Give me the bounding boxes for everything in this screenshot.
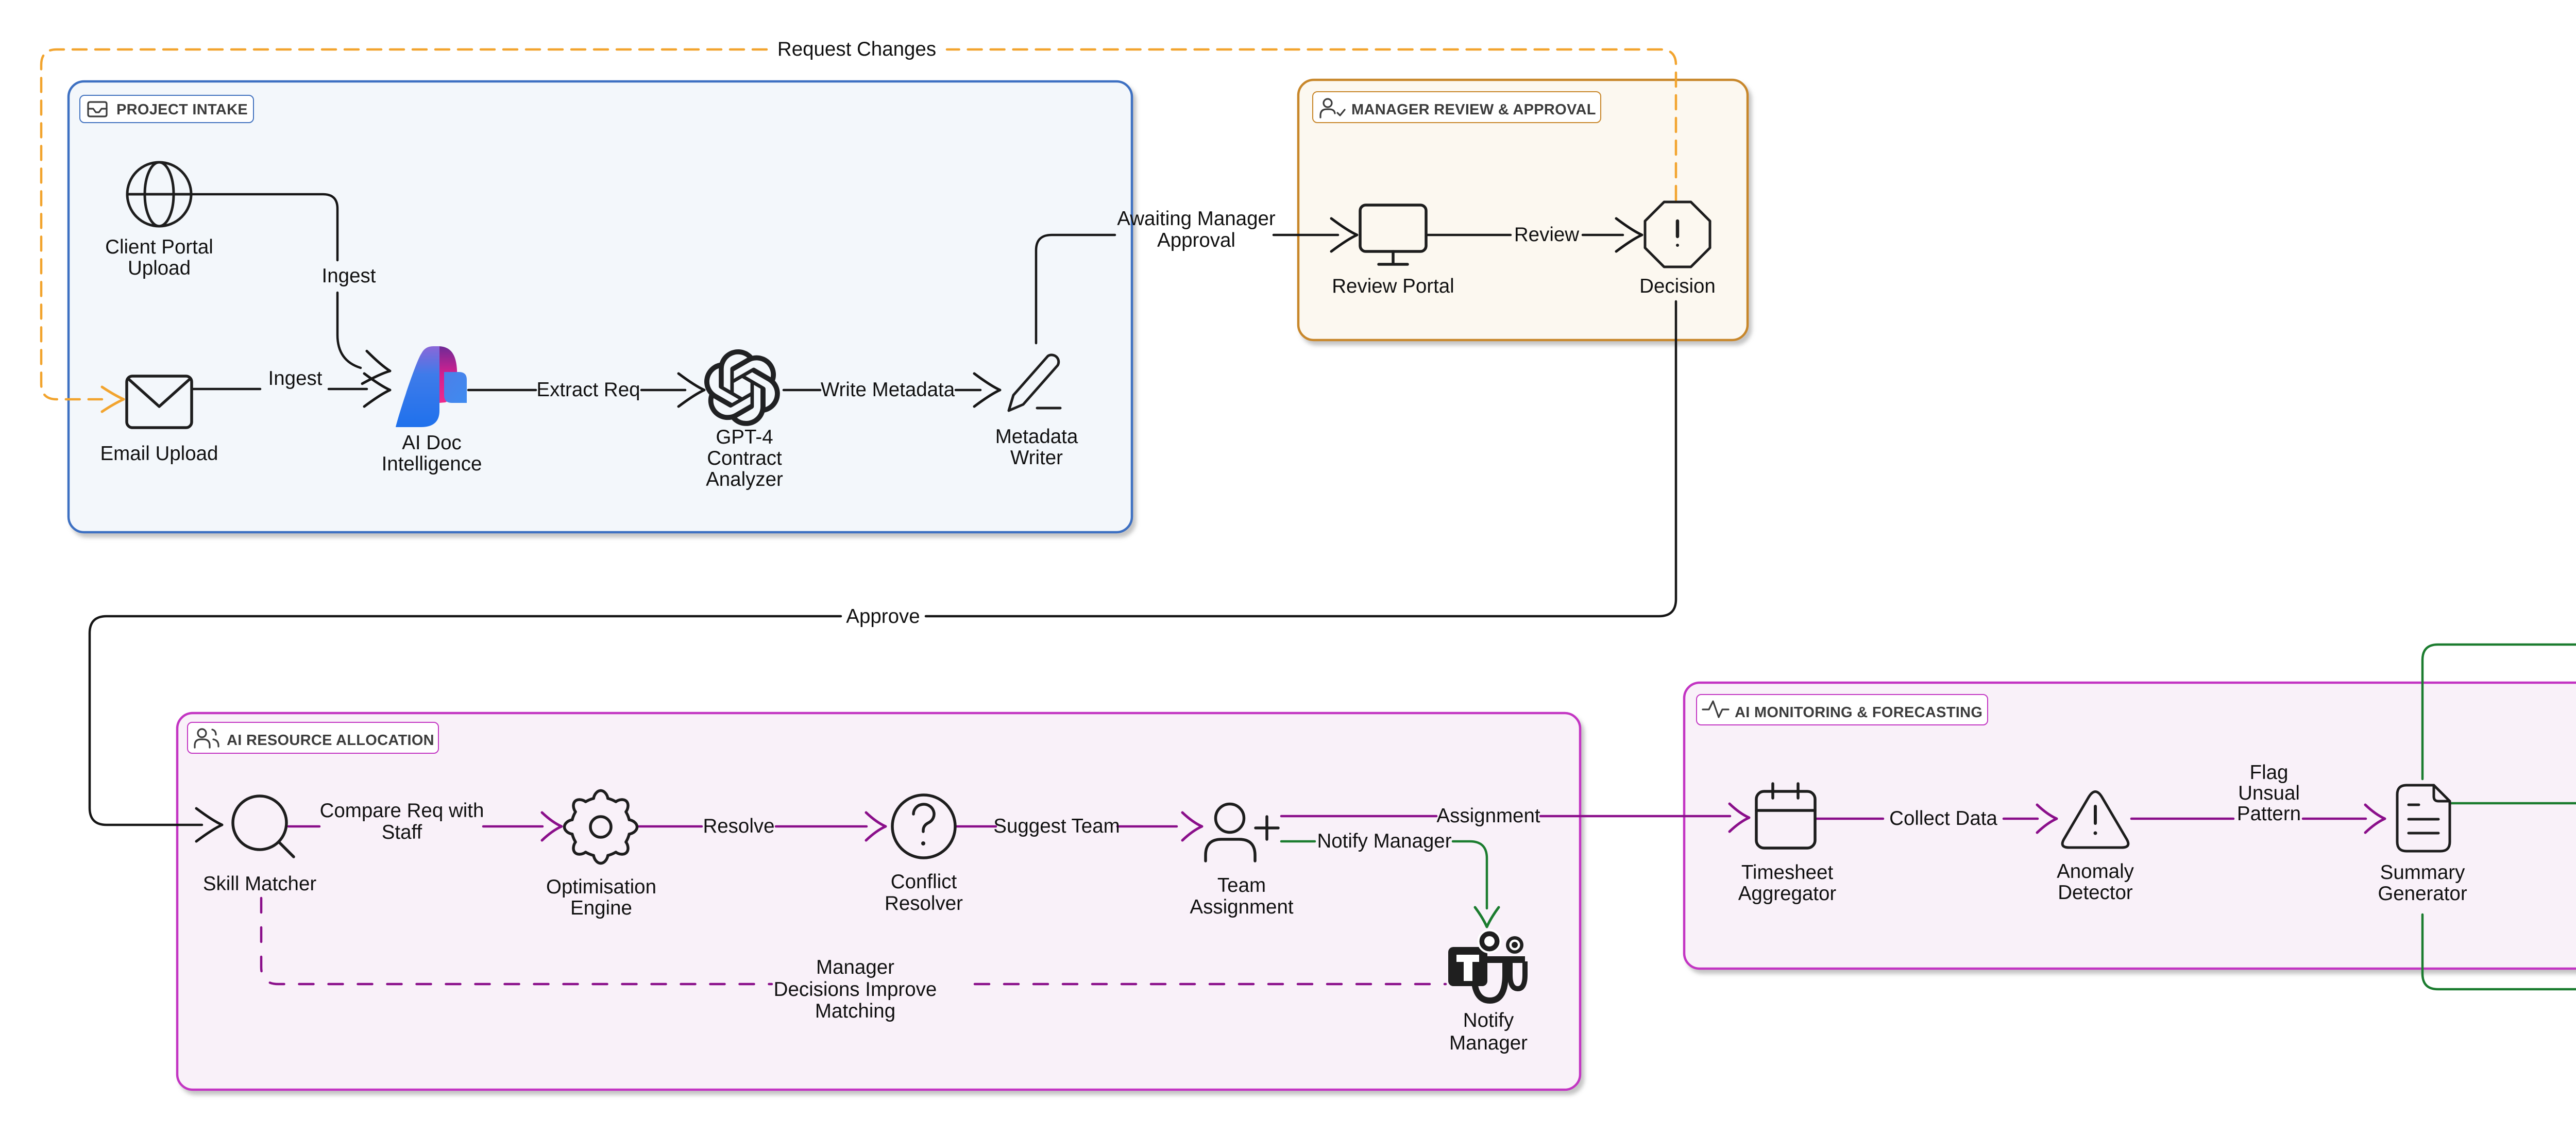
svg-text:Email Upload: Email Upload xyxy=(100,443,218,465)
svg-text:Engine: Engine xyxy=(570,897,632,919)
svg-text:Assignment: Assignment xyxy=(1190,896,1293,918)
svg-text:Optimisation: Optimisation xyxy=(546,876,656,898)
svg-text:Conflict: Conflict xyxy=(891,871,957,893)
svg-text:Anomaly: Anomaly xyxy=(2057,860,2134,883)
svg-text:Decisions Improve: Decisions Improve xyxy=(774,978,937,1001)
svg-text:GPT-4: GPT-4 xyxy=(716,426,773,448)
svg-text:Assignment: Assignment xyxy=(1436,805,1540,827)
svg-text:Matching: Matching xyxy=(815,1000,895,1022)
svg-text:Analyzer: Analyzer xyxy=(706,468,783,490)
svg-text:Ingest: Ingest xyxy=(322,265,376,287)
svg-text:Notify: Notify xyxy=(1463,1009,1514,1031)
svg-text:Extract Req: Extract Req xyxy=(536,379,640,401)
svg-text:Decision: Decision xyxy=(1639,275,1716,297)
svg-text:Resolve: Resolve xyxy=(703,815,774,837)
svg-text:Client Portal: Client Portal xyxy=(105,236,213,258)
svg-text:Skill Matcher: Skill Matcher xyxy=(203,873,317,895)
svg-text:Metadata: Metadata xyxy=(995,426,1078,448)
svg-text:Intelligence: Intelligence xyxy=(382,453,482,475)
svg-text:Awaiting Manager: Awaiting Manager xyxy=(1117,208,1276,230)
svg-text:Manager: Manager xyxy=(1449,1032,1528,1054)
svg-text:Compare Req with: Compare Req with xyxy=(320,800,484,822)
svg-text:MANAGER REVIEW & APPROVAL: MANAGER REVIEW & APPROVAL xyxy=(1351,101,1596,118)
svg-text:Collect Data: Collect Data xyxy=(1889,807,1997,830)
svg-text:Suggest Team: Suggest Team xyxy=(993,815,1120,837)
svg-text:AI Doc: AI Doc xyxy=(402,432,462,454)
svg-text:Summary: Summary xyxy=(2380,861,2465,884)
svg-text:Pattern: Pattern xyxy=(2237,803,2301,825)
svg-text:Upload: Upload xyxy=(128,257,191,279)
svg-text:PROJECT INTAKE: PROJECT INTAKE xyxy=(116,101,248,118)
svg-text:Approve: Approve xyxy=(846,605,920,628)
svg-text:Write Metadata: Write Metadata xyxy=(821,379,955,401)
svg-text:Flag: Flag xyxy=(2250,761,2289,784)
svg-text:AI MONITORING & FORECASTING: AI MONITORING & FORECASTING xyxy=(1735,704,1982,721)
svg-text:Generator: Generator xyxy=(2378,883,2467,905)
svg-text:Review: Review xyxy=(1514,224,1579,246)
svg-text:Unsual: Unsual xyxy=(2238,782,2300,804)
svg-text:Aggregator: Aggregator xyxy=(1738,883,1837,905)
svg-text:Ingest: Ingest xyxy=(268,367,323,390)
svg-text:Approval: Approval xyxy=(1157,229,1235,251)
svg-text:Staff: Staff xyxy=(382,821,422,843)
svg-text:Notify Manager: Notify Manager xyxy=(1317,830,1451,852)
svg-text:Manager: Manager xyxy=(816,956,894,978)
svg-text:Request Changes: Request Changes xyxy=(777,38,936,60)
svg-text:Contract: Contract xyxy=(707,447,782,469)
svg-text:AI RESOURCE ALLOCATION: AI RESOURCE ALLOCATION xyxy=(227,732,434,749)
svg-text:Writer: Writer xyxy=(1010,447,1063,469)
svg-text:Detector: Detector xyxy=(2058,882,2133,904)
svg-text:Review Portal: Review Portal xyxy=(1332,275,1454,297)
svg-text:Timesheet: Timesheet xyxy=(1741,861,1834,884)
svg-text:Team: Team xyxy=(1217,874,1266,896)
svg-text:Resolver: Resolver xyxy=(885,892,963,915)
